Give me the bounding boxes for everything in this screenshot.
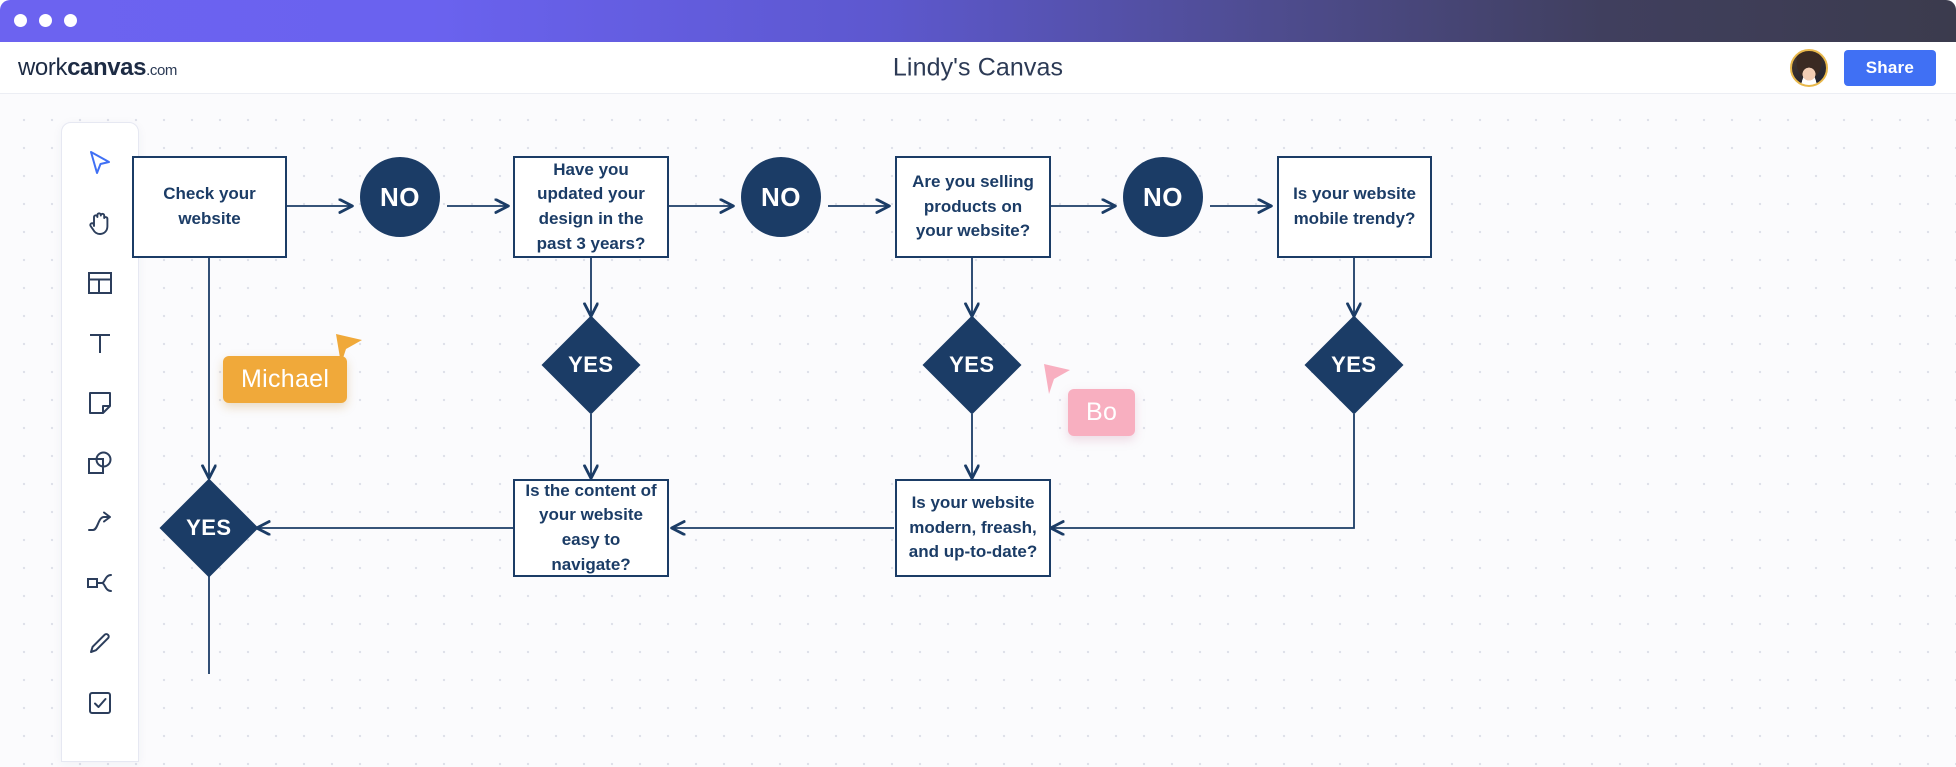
- flow-node-no-2[interactable]: NO: [741, 157, 821, 237]
- close-window-button[interactable]: [14, 14, 27, 27]
- text-icon[interactable]: [71, 313, 129, 373]
- app-header: workcanvas.com Lindy's Canvas Share: [0, 42, 1956, 94]
- flow-node-yes-2-label: YES: [949, 352, 995, 377]
- flow-node-modern-fresh[interactable]: Is your website modern, freash, and up-t…: [895, 479, 1051, 577]
- shapes-icon[interactable]: [71, 433, 129, 493]
- flow-node-selling-products[interactable]: Are you selling products on your website…: [895, 156, 1051, 258]
- window-titlebar: [0, 0, 1956, 42]
- flowchart-connectors: [0, 94, 1956, 674]
- minimize-window-button[interactable]: [39, 14, 52, 27]
- mind-map-icon[interactable]: [71, 553, 129, 613]
- flow-node-content-navigate[interactable]: Is the content of your website easy to n…: [513, 479, 669, 577]
- pencil-icon[interactable]: [71, 613, 129, 673]
- logo-text-tld: .com: [146, 61, 177, 79]
- flowchart: Check your website NO Have you updated y…: [0, 94, 1956, 767]
- avatar[interactable]: [1789, 48, 1828, 87]
- canvas-board[interactable]: Check your website NO Have you updated y…: [0, 94, 1956, 767]
- connector-arrow-icon[interactable]: [71, 493, 129, 553]
- left-toolbar: [61, 122, 139, 762]
- flow-node-yes-1-label: YES: [568, 352, 614, 377]
- flow-node-yes-3-label: YES: [1331, 352, 1377, 377]
- cursor-label-michael: Michael: [223, 356, 348, 403]
- header-actions: Share: [1789, 48, 1936, 87]
- flow-node-no-3[interactable]: NO: [1123, 157, 1203, 237]
- select-cursor-icon[interactable]: [71, 133, 129, 193]
- flow-node-mobile-trendy[interactable]: Is your website mobile trendy?: [1277, 156, 1432, 258]
- sticky-note-icon[interactable]: [71, 373, 129, 433]
- maximize-window-button[interactable]: [64, 14, 77, 27]
- cursor-label-bo: Bo: [1068, 389, 1136, 436]
- workcanvas-logo[interactable]: workcanvas.com: [18, 54, 177, 82]
- flow-node-updated-design[interactable]: Have you updated your design in the past…: [513, 156, 669, 258]
- flow-node-check-website[interactable]: Check your website: [132, 156, 287, 258]
- flow-node-no-1[interactable]: NO: [360, 157, 440, 237]
- logo-text-canvas: canvas: [67, 53, 147, 81]
- logo-text-work: work: [18, 53, 68, 81]
- traffic-light-buttons: [14, 14, 77, 27]
- page-title[interactable]: Lindy's Canvas: [892, 53, 1064, 81]
- share-button[interactable]: Share: [1843, 49, 1936, 86]
- flow-node-yes-4-label: YES: [186, 515, 232, 540]
- hand-pan-icon[interactable]: [71, 193, 129, 253]
- template-layout-icon[interactable]: [71, 253, 129, 313]
- checklist-icon[interactable]: [71, 673, 129, 733]
